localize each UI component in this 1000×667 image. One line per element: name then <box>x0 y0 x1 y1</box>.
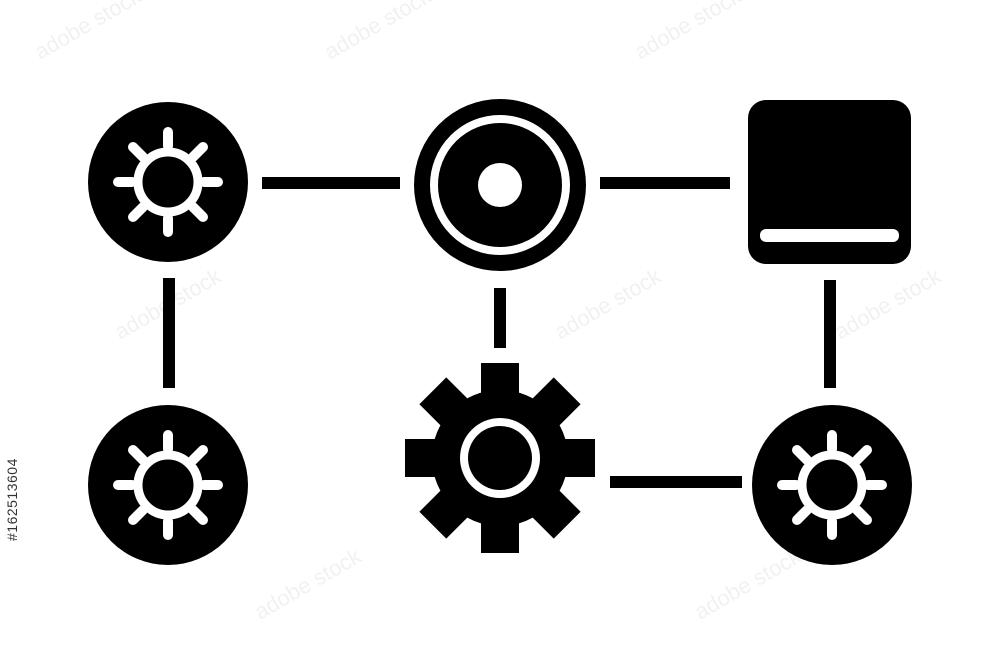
server-slot <box>760 229 899 242</box>
node-bottom-left <box>88 405 248 565</box>
server-box-icon <box>748 100 911 264</box>
node-bottom-right <box>752 405 912 565</box>
svg-text:adobe stock: adobe stock <box>250 543 366 624</box>
target-ring-icon <box>430 115 570 255</box>
svg-text:adobe stock: adobe stock <box>830 263 946 344</box>
svg-text:adobe stock: adobe stock <box>30 0 146 64</box>
connectors <box>163 177 836 488</box>
svg-text:adobe stock: adobe stock <box>550 263 666 344</box>
cog-icon <box>405 363 595 553</box>
svg-text:adobe stock: adobe stock <box>690 543 806 624</box>
stock-id-watermark: #162513604 <box>4 458 20 542</box>
connector-left-vertical <box>163 278 175 388</box>
svg-text:adobe stock: adobe stock <box>630 0 746 64</box>
node-bottom-center <box>405 363 595 553</box>
node-top-right <box>748 100 911 264</box>
svg-text:adobe stock: adobe stock <box>320 0 436 64</box>
connector-bottom-center-to-right <box>610 476 742 488</box>
connector-right-vertical <box>824 280 836 388</box>
connector-center-vertical <box>494 288 506 348</box>
connector-top-left-to-center <box>262 177 400 189</box>
connector-top-center-to-right <box>600 177 730 189</box>
node-top-left <box>88 102 248 262</box>
node-top-center <box>414 99 586 271</box>
